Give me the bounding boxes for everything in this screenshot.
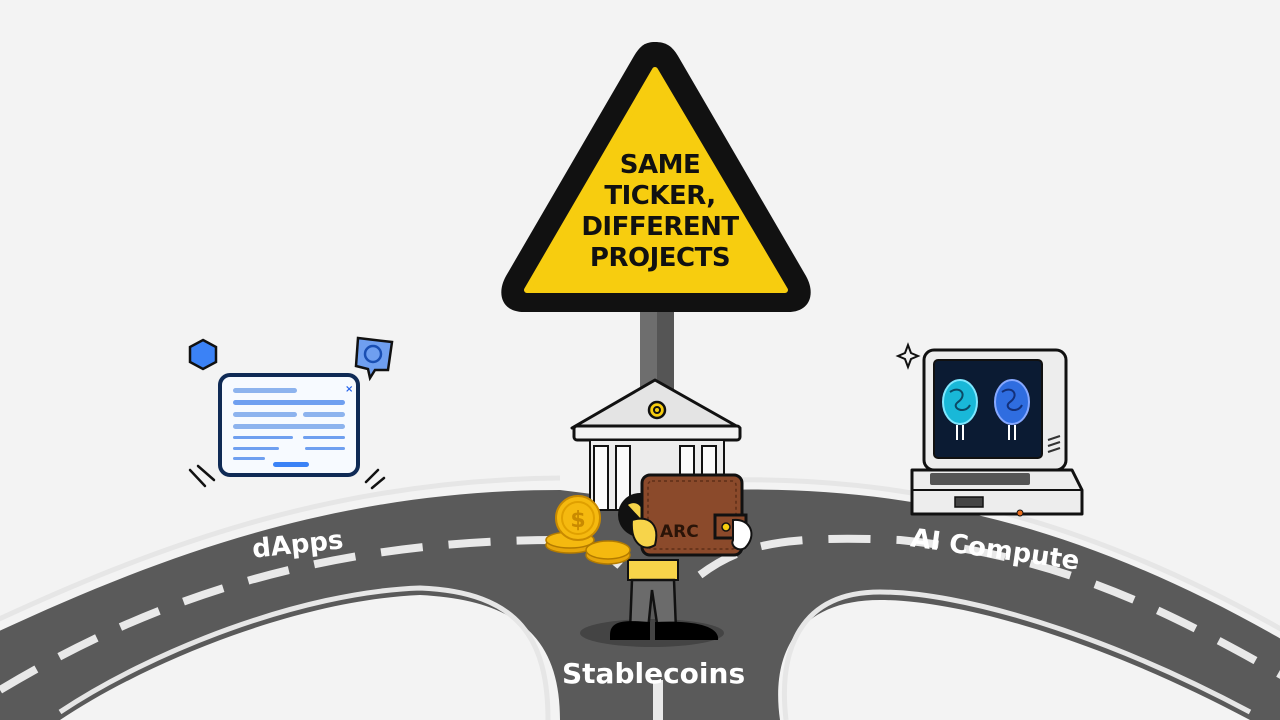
sign-line-2: TICKER,: [604, 181, 716, 211]
dapp-window-icon: ×: [188, 336, 394, 490]
road-label-stablecoins: Stablecoins: [562, 657, 746, 690]
svg-text:$: $: [570, 508, 585, 533]
warning-sign: [501, 42, 811, 312]
warning-sign-text: SAME TICKER, DIFFERENT PROJECTS: [560, 150, 760, 274]
ai-computer-icon: [895, 342, 1084, 517]
wallet-label: ARC: [660, 522, 699, 542]
sign-line-1: SAME: [619, 150, 701, 180]
sign-line-3: DIFFERENT: [581, 212, 739, 242]
coins-icon: $: [545, 495, 631, 565]
sign-line-4: PROJECTS: [589, 243, 731, 273]
svg-text:×: ×: [345, 384, 353, 395]
wallet-icon: [630, 473, 753, 557]
